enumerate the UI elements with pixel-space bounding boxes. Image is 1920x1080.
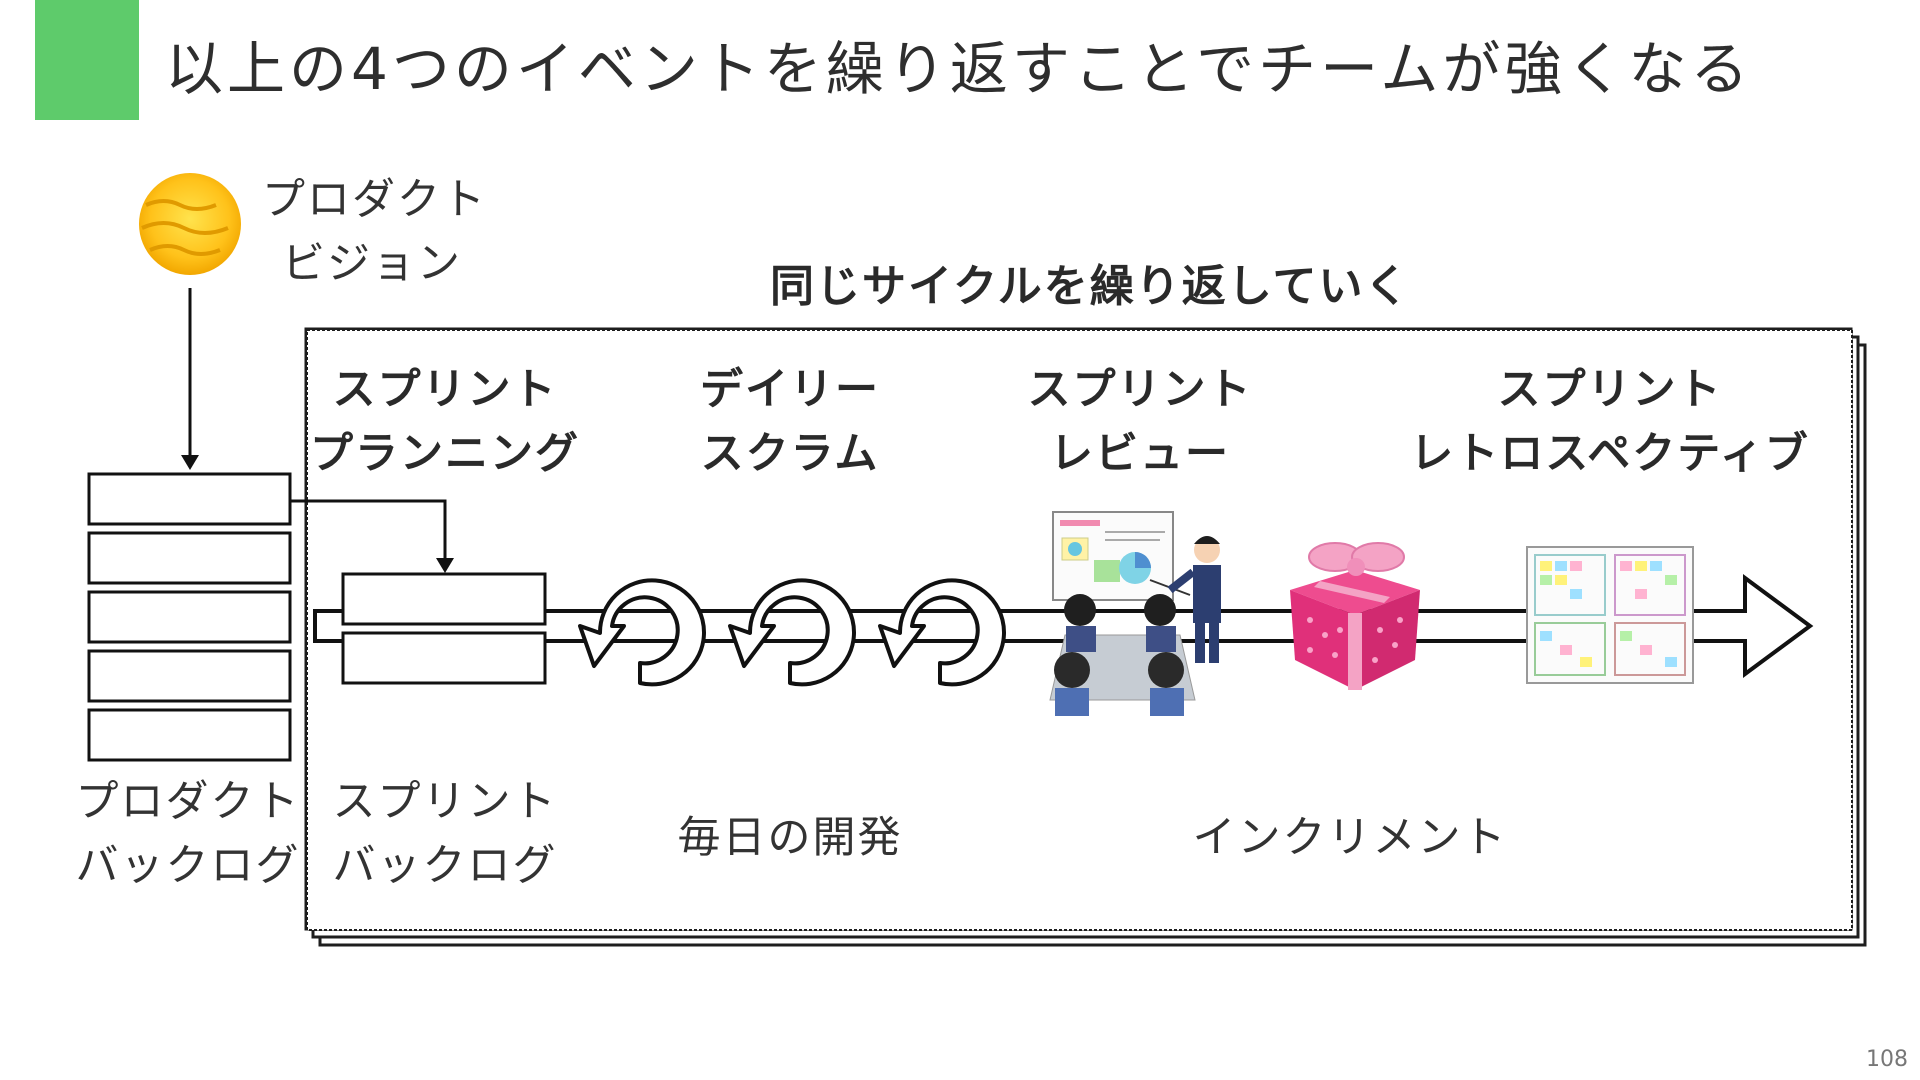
sprint-backlog-label: スプリント バックログ	[332, 777, 558, 891]
vision-to-backlog-arrow	[181, 288, 199, 470]
daily-cycle-loops	[578, 578, 1006, 687]
product-vision-label: プロダクト ビジョン	[262, 175, 487, 289]
gift-box-illustration	[1290, 542, 1420, 690]
product-backlog-stack	[87, 472, 292, 762]
backlog-to-sprint-arrow	[290, 499, 454, 573]
daily-development-label: 毎日の開発	[677, 813, 903, 863]
sun-icon	[139, 173, 241, 275]
sprint-retrospective-label: スプリント レトロスペクティブ	[1410, 365, 1810, 479]
title-accent-block	[35, 0, 139, 120]
sticky-note-board-illustration	[1526, 546, 1694, 684]
increment-label: インクリメント	[1192, 813, 1508, 863]
sprint-planning-label: スプリント プランニング	[310, 365, 580, 479]
page-number: 108	[1866, 1047, 1908, 1072]
sprint-backlog-stack	[341, 572, 547, 685]
timeline-arrow	[313, 574, 1814, 678]
daily-scrum-label: デイリー スクラム	[700, 365, 880, 479]
cycle-caption: 同じサイクルを繰り返していく	[770, 261, 1411, 312]
sprint-review-label: スプリント レビュー	[1027, 365, 1253, 479]
slide-title: 以上の4つのイベントを繰り返すことでチームが強くなる	[165, 35, 1753, 103]
product-backlog-label: プロダクト バックログ	[75, 777, 301, 891]
meeting-presentation-illustration	[1049, 511, 1221, 716]
